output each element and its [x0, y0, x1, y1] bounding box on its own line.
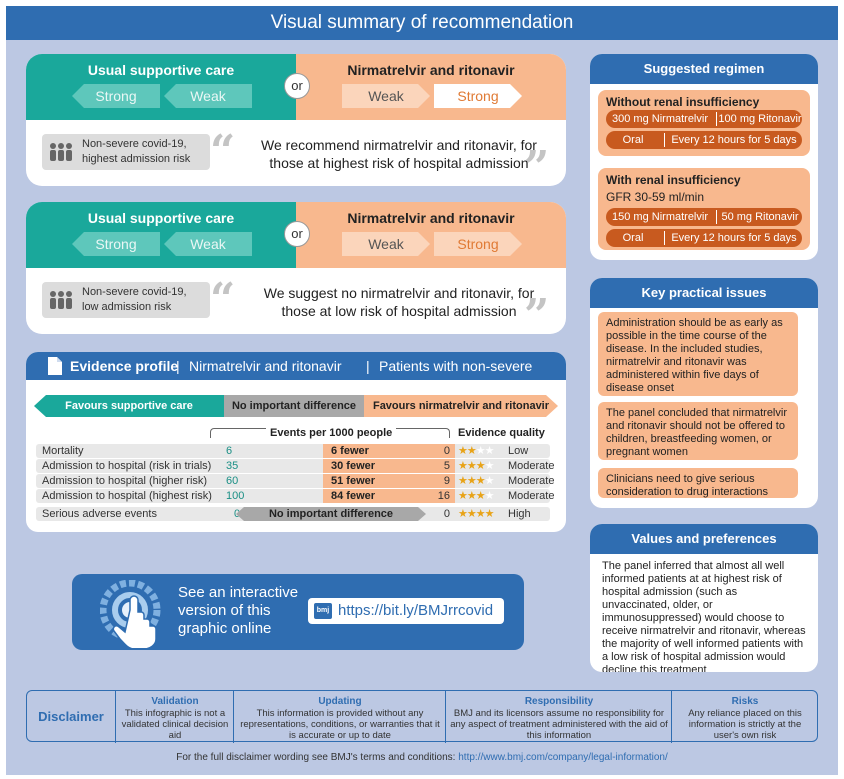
table-row: Mortality 6 6 fewer 0 ★★★★ Low	[36, 444, 550, 458]
people-icon	[50, 143, 72, 161]
table-row: Admission to hospital (risk in trials) 3…	[36, 459, 554, 473]
touch-dial-icon	[100, 580, 161, 648]
disclaimer-validation: Validation This infographic is not a val…	[121, 696, 229, 741]
population-text: Non-severe covid-19, low admission risk	[82, 286, 187, 313]
intervention-title: Nirmatrelvir and ritonavir	[347, 62, 515, 78]
recommendation-card-1: Usual supportive care Strong Weak Nirmat…	[26, 54, 566, 186]
weak-against-chevron: Weak	[164, 232, 252, 256]
weak-for-chevron: Weak	[342, 84, 430, 108]
events-header: Events per 1000 people	[266, 427, 397, 439]
table-row: Admission to hospital (highest risk) 100…	[36, 489, 554, 503]
supportive-care-title: Usual supportive care	[87, 210, 235, 226]
practical-issue-1: Administration should be as early as pos…	[598, 312, 798, 396]
values-preferences-title: Values and preferences	[590, 524, 818, 554]
supportive-care-panel: Usual supportive care Strong Weak	[26, 54, 296, 120]
supportive-care-panel: Usual supportive care Strong Weak	[26, 202, 296, 268]
quality-header: Evidence quality	[458, 427, 545, 439]
values-preferences-text: The panel inferred that almost all well …	[602, 560, 806, 672]
key-practical-issues-card: Key practical issues Administration shou…	[590, 278, 818, 508]
bmj-logo-icon: bmj	[314, 603, 332, 619]
evidence-intervention: Nirmatrelvir and ritonavir	[189, 358, 342, 374]
close-quote-icon: ”	[524, 290, 550, 335]
quality-stars: ★★★★	[458, 475, 494, 487]
or-separator: or	[284, 221, 310, 247]
strong-against-chevron: Strong	[72, 84, 160, 108]
footer-text: For the full disclaimer wording see BMJ'…	[176, 752, 456, 763]
suggested-regimen-card: Suggested regimen Without renal insuffic…	[590, 54, 818, 260]
supportive-care-title: Usual supportive care	[87, 62, 235, 78]
interactive-link[interactable]: bmj https://bit.ly/BMJrrcovid	[308, 598, 504, 624]
recommendation-card-2: Usual supportive care Strong Weak Nirmat…	[26, 202, 566, 334]
population-box: Non-severe covid-19, highest admission r…	[42, 134, 210, 170]
recommendation-text: We suggest no nirmatrelvir and ritonavir…	[263, 285, 535, 319]
intervention-title: Nirmatrelvir and ritonavir	[347, 210, 515, 226]
page-title: Visual summary of recommendation	[6, 6, 838, 40]
dose-pill: 300 mg Nirmatrelvir 100 mg Ritonavir	[606, 110, 802, 128]
intervention-panel: Nirmatrelvir and ritonavir Weak Strong	[296, 54, 566, 120]
evidence-profile-header: Evidence profile | Nirmatrelvir and rito…	[26, 352, 566, 402]
table-row: Serious adverse events 0 No important di…	[36, 507, 550, 521]
strong-against-chevron: Strong	[72, 232, 160, 256]
quality-stars: ★★★★	[458, 508, 494, 520]
link-url[interactable]: https://bit.ly/BMJrrcovid	[338, 602, 494, 619]
recommendation-text: We recommend nirmatrelvir and ritonavir,…	[261, 137, 537, 171]
favours-intervention-band: Favours nirmatrelvir and ritonavir	[364, 395, 558, 417]
footer: For the full disclaimer wording see BMJ'…	[0, 752, 844, 763]
practical-issue-2: The panel concluded that nirmatrelvir an…	[598, 402, 798, 460]
regimen-without-renal: Without renal insufficiency 300 mg Nirma…	[598, 90, 810, 156]
close-quote-icon: ”	[524, 142, 550, 187]
footer-link[interactable]: http://www.bmj.com/company/legal-informa…	[458, 752, 668, 763]
intervention-panel: Nirmatrelvir and ritonavir Weak Strong	[296, 202, 566, 268]
open-quote-icon: “	[210, 126, 236, 177]
disclaimer-responsibility: Responsibility BMJ and its licensors ass…	[450, 696, 668, 741]
promo-text: See an interactive version of this graph…	[178, 584, 299, 637]
suggested-regimen-title: Suggested regimen	[590, 54, 818, 84]
or-separator: or	[284, 73, 310, 99]
disclaimer-box: Disclaimer Validation This infographic i…	[26, 690, 818, 743]
quality-stars: ★★★★	[458, 445, 494, 457]
regimen-with-renal: With renal insufficiency GFR 30-59 ml/mi…	[598, 168, 810, 250]
quality-stars: ★★★★	[458, 490, 494, 502]
route-pill: Oral Every 12 hours for 5 days	[606, 229, 802, 247]
disclaimer-label: Disclaimer	[38, 709, 104, 724]
population-text: Non-severe covid-19, highest admission r…	[82, 138, 191, 165]
people-icon	[50, 291, 72, 309]
route-pill: Oral Every 12 hours for 5 days	[606, 131, 802, 149]
practical-issue-3: Clinicians need to give serious consider…	[598, 468, 798, 498]
table-row: Admission to hospital (higher risk) 60 5…	[36, 474, 554, 488]
dose-pill: 150 mg Nirmatrelvir 50 mg Ritonavir	[606, 208, 802, 226]
quality-stars: ★★★★	[458, 460, 494, 472]
weak-against-chevron: Weak	[164, 84, 252, 108]
population-box: Non-severe covid-19, low admission risk	[42, 282, 210, 318]
strong-for-chevron-selected: Strong	[434, 84, 522, 108]
disclaimer-risks: Risks Any reliance placed on this inform…	[688, 696, 802, 741]
strong-for-chevron: Strong	[434, 232, 522, 256]
values-preferences-card: Values and preferences The panel inferre…	[590, 524, 818, 672]
open-quote-icon: “	[210, 274, 236, 325]
evidence-profile-title: Evidence profile	[70, 358, 179, 374]
weak-for-chevron: Weak	[342, 232, 430, 256]
disclaimer-updating: Updating This information is provided wi…	[240, 696, 440, 741]
no-difference-band: No important difference	[224, 395, 364, 417]
evidence-profile-card: Evidence profile | Nirmatrelvir and rito…	[26, 352, 566, 532]
interactive-promo: See an interactive version of this graph…	[72, 574, 524, 650]
document-icon	[48, 357, 62, 375]
key-practical-issues-title: Key practical issues	[590, 278, 818, 308]
favours-supportive-band: Favours supportive care	[34, 395, 224, 417]
